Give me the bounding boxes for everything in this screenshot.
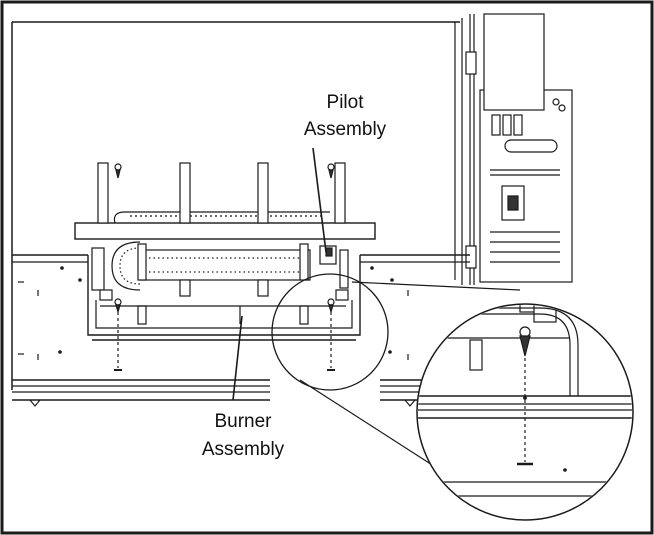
- screw-right: [327, 163, 335, 179]
- burner-label-line2: Assembly: [202, 439, 285, 460]
- burner-label-line1: Burner: [214, 411, 272, 432]
- burner-leader-line: [232, 315, 243, 401]
- screw-lower-right: [327, 298, 335, 315]
- burner-assembly-label: Burner Assembly: [202, 411, 285, 460]
- screw-left: [114, 163, 122, 179]
- magnified-detail: [416, 303, 634, 521]
- screw-lower-left: [114, 298, 122, 315]
- firebox-drawing: [11, 13, 573, 471]
- pilot-label-line1: Pilot: [327, 92, 365, 113]
- pilot-assembly-label: Pilot Assembly: [304, 92, 387, 140]
- pilot-leader-line: [312, 147, 327, 253]
- leader-lines: [232, 147, 327, 401]
- detail-circle-small: [271, 273, 389, 391]
- pilot-label-line2: Assembly: [304, 119, 387, 140]
